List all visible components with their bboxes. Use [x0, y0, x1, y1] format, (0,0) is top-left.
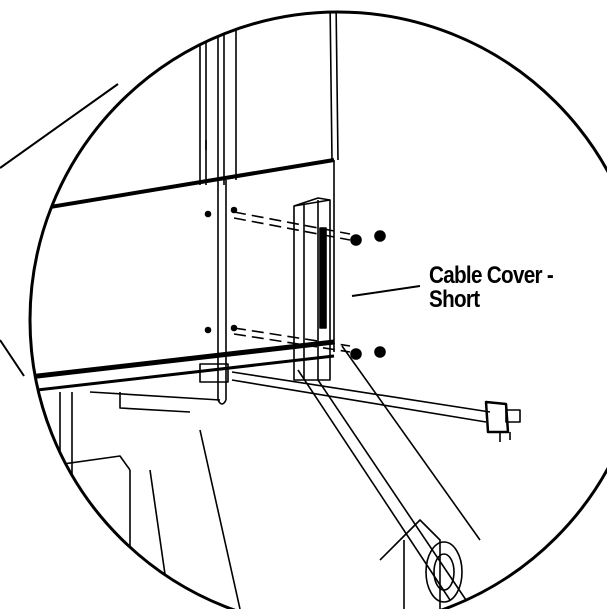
caster-wheel — [379, 519, 463, 609]
cable-cover-short-label: Cable Cover - Short — [429, 264, 575, 312]
callout-line-2: Short — [429, 286, 480, 313]
lower-panel — [30, 158, 335, 394]
screw-paths — [204, 206, 351, 353]
screws — [350, 230, 386, 360]
magnifier-leader-bottom — [0, 339, 25, 377]
cable-cover-short — [293, 197, 331, 381]
base-frame — [30, 391, 241, 609]
magnifier-leader-top — [0, 83, 119, 169]
callout-line-1: Cable Cover - — [429, 262, 554, 289]
upper-panel — [199, 12, 339, 185]
power-cable — [199, 363, 521, 442]
support-leg — [297, 345, 481, 601]
detail-circle — [28, 10, 607, 609]
callout-leader — [351, 285, 421, 297]
